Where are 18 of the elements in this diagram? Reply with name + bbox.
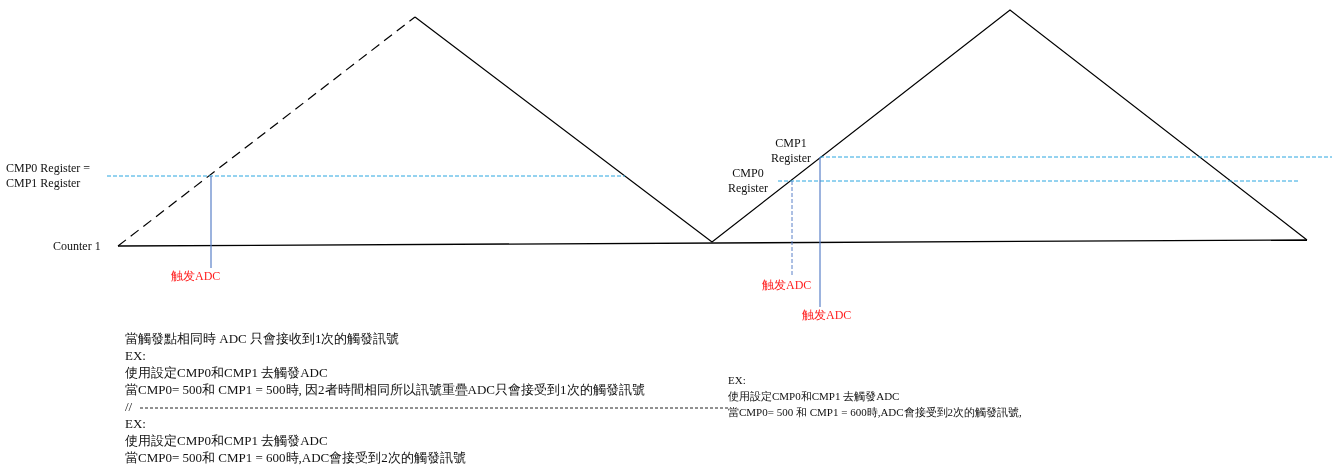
note-text: 當CMP0= 500 和 CMP1 = 600時,ADC會接受到2次的觸發訊號, xyxy=(728,406,1022,420)
trigger-label: 触发ADC xyxy=(802,308,852,323)
counter-label: Counter 1 xyxy=(53,239,101,254)
note-text: 當CMP0= 500和 CMP1 = 600時,ADC會接受到2次的觸發訊號 xyxy=(125,450,466,467)
note-text: EX: xyxy=(125,416,146,433)
note-text: 使用設定CMP0和CMP1 去觸發ADC xyxy=(125,433,328,450)
note-text: // xyxy=(125,399,133,416)
note-text: 當觸發點相同時 ADC 只會接收到1次的觸發訊號 xyxy=(125,331,400,348)
register-label: CMP0 Register = CMP1 Register xyxy=(6,161,92,191)
trigger-label: 触发ADC xyxy=(171,269,221,284)
note-text: EX: xyxy=(728,374,746,388)
note-text: 使用設定CMP0和CMP1 去觸發ADC xyxy=(125,365,328,382)
register-label: CMP1 Register xyxy=(770,136,812,166)
note-text: 當CMP0= 500和 CMP1 = 500時, 因2者時間相同所以訊號重疊ADC只會接受到1次的觸發訊號 xyxy=(125,382,645,399)
note-text: 使用設定CMP0和CMP1 去觸發ADC xyxy=(728,390,900,404)
note-text: EX: xyxy=(125,348,146,365)
register-label: CMP0 Register xyxy=(727,166,769,196)
trigger-label: 触发ADC xyxy=(762,278,812,293)
